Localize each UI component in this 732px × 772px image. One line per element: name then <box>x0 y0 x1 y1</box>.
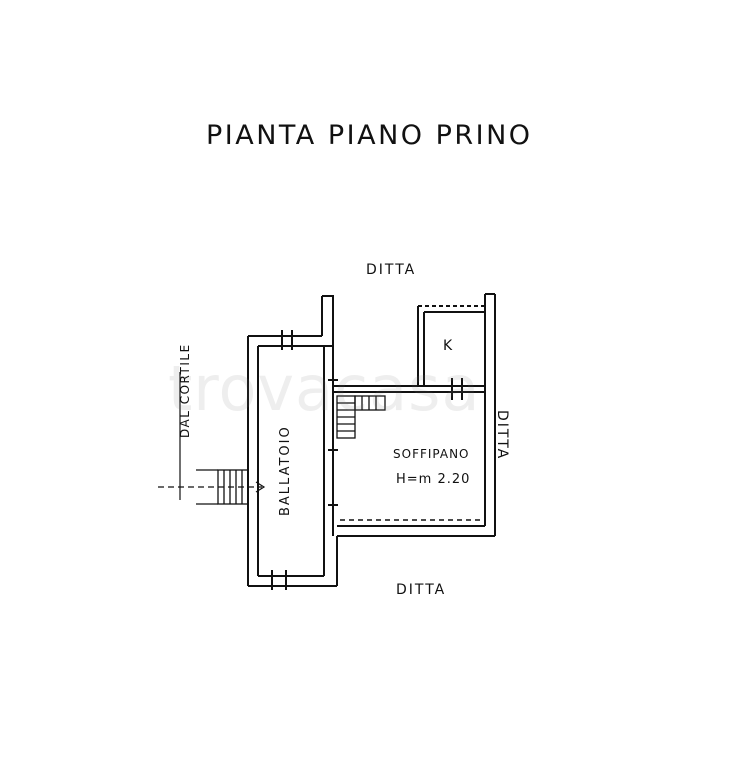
label-dal-cortile: DAL CORTILE <box>178 343 192 438</box>
label-soffitto: SOFFIPANO <box>393 447 470 461</box>
label-ditta-top: DITTA <box>366 262 417 278</box>
label-ballatoio: BALLATOIO <box>278 425 293 516</box>
label-room-height: H=m 2.20 <box>396 472 471 487</box>
ballatoio-walls <box>247 295 338 590</box>
main-room-walls <box>333 293 496 537</box>
interior-wall <box>328 346 338 536</box>
plan-title: PIANTA PIANO PRINO <box>206 120 533 151</box>
inner-stair <box>336 395 386 439</box>
watermark-text: trovacasa <box>168 352 481 425</box>
access-arrow <box>158 372 266 500</box>
label-ditta-right: DITTA <box>494 410 510 461</box>
label-ditta-bottom: DITTA <box>396 582 447 598</box>
label-room-k: K <box>443 338 453 354</box>
